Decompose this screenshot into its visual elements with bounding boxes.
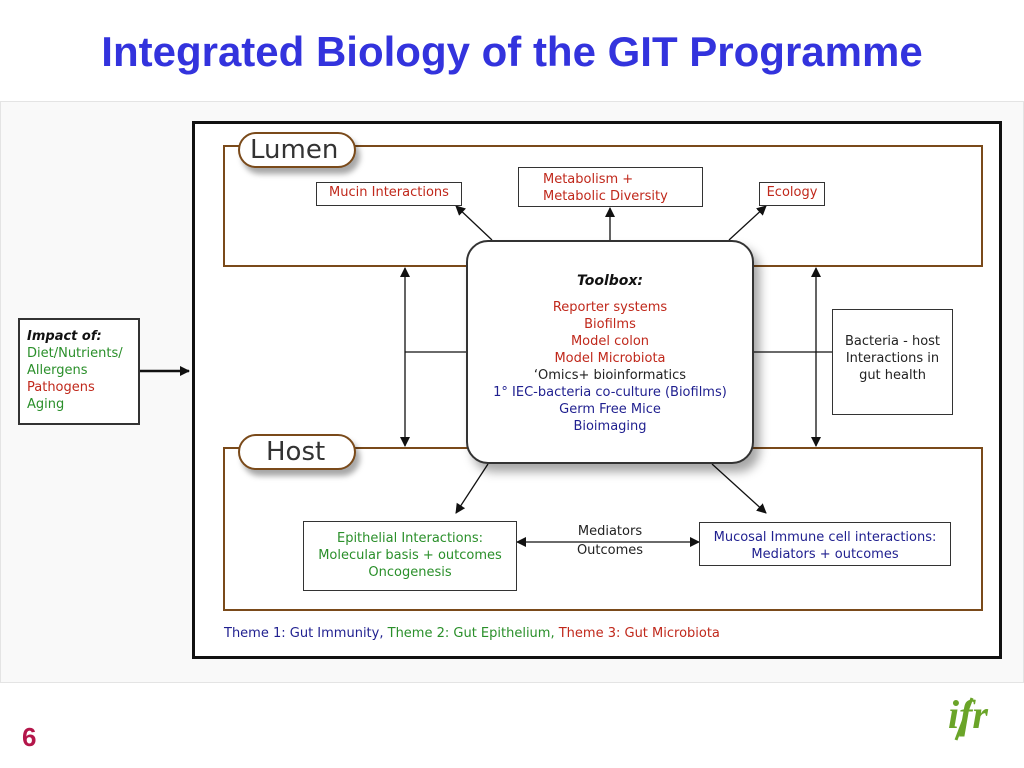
metabolism-line1: Metabolism + — [543, 172, 634, 187]
toolbox-item: ‘Omics+ bioinformatics — [533, 368, 687, 383]
mediators-label: Mediators — [577, 524, 643, 539]
page-number: 6 — [22, 722, 37, 752]
arrow-toolbox-ecology — [728, 205, 767, 241]
host-region-outline — [223, 447, 983, 611]
mucin-interactions-box: Mucin Interactions — [316, 182, 462, 206]
epithelial-interactions-box: Epithelial Interactions: Molecular basis… — [303, 521, 517, 591]
mucosal-line1: Mucosal Immune cell interactions: — [713, 530, 937, 545]
impact-item: Pathogens — [27, 380, 95, 395]
legend-theme1: Theme 1: Gut Immunity, — [224, 626, 384, 641]
ecology-box: Ecology — [759, 182, 825, 206]
toolbox-item: Germ Free Mice — [559, 402, 661, 417]
impact-item: Allergens — [27, 363, 88, 378]
impact-box: Impact of: Diet/Nutrients/ Allergens Pat… — [18, 318, 140, 425]
impact-item: Aging — [27, 397, 65, 412]
toolbox-item: Reporter systems — [552, 300, 668, 315]
mucosal-line2: Mediators + outcomes — [751, 547, 899, 562]
lumen-label: Lumen — [238, 132, 356, 168]
impact-heading: Impact of: — [27, 329, 102, 344]
slide-title: Integrated Biology of the GIT Programme — [101, 28, 923, 75]
toolbox-item: Model colon — [570, 334, 650, 349]
bacteria-host-line1: Bacteria - host — [844, 334, 941, 349]
toolbox-box: Toolbox: Reporter systems Biofilms Model… — [466, 240, 754, 464]
epithelial-line1: Epithelial Interactions: — [336, 531, 484, 546]
impact-item: Diet/Nutrients/ — [27, 346, 123, 361]
bacteria-host-box: Bacteria - host Interactions in gut heal… — [832, 309, 953, 415]
mucosal-immune-box: Mucosal Immune cell interactions: Mediat… — [699, 522, 951, 566]
toolbox-item: Model Microbiota — [554, 351, 666, 366]
bacteria-host-line3: gut health — [859, 368, 926, 383]
bacteria-host-line2: Interactions in — [845, 351, 940, 366]
outcomes-label: Outcomes — [576, 543, 644, 558]
arrow-toolbox-mucosal — [711, 463, 767, 514]
toolbox-item: Biofilms — [584, 317, 636, 332]
metabolism-box: Metabolism + Metabolic Diversity — [518, 167, 703, 207]
arrow-toolbox-mucin — [455, 205, 493, 241]
ifr-logo-icon: ifr — [948, 692, 988, 741]
ifr-logo: ifr — [944, 680, 1008, 752]
toolbox-item: 1° IEC-bacteria co-culture (Biofilms) — [493, 385, 727, 400]
toolbox-title: Toolbox: — [576, 273, 644, 289]
theme-legend: Theme 1: Gut Immunity, Theme 2: Gut Epit… — [224, 626, 720, 641]
metabolism-line2: Metabolic Diversity — [543, 189, 668, 204]
epithelial-line2: Molecular basis + outcomes — [318, 548, 502, 563]
host-label: Host — [238, 434, 356, 470]
toolbox-item: Bioimaging — [573, 419, 647, 434]
legend-theme2: Theme 2: Gut Epithelium, — [387, 626, 555, 641]
legend-theme3: Theme 3: Gut Microbiota — [558, 626, 720, 641]
arrow-toolbox-epithelial — [455, 463, 489, 514]
ifr-logo-text: ifr — [948, 692, 988, 737]
epithelial-line3: Oncogenesis — [368, 565, 452, 580]
